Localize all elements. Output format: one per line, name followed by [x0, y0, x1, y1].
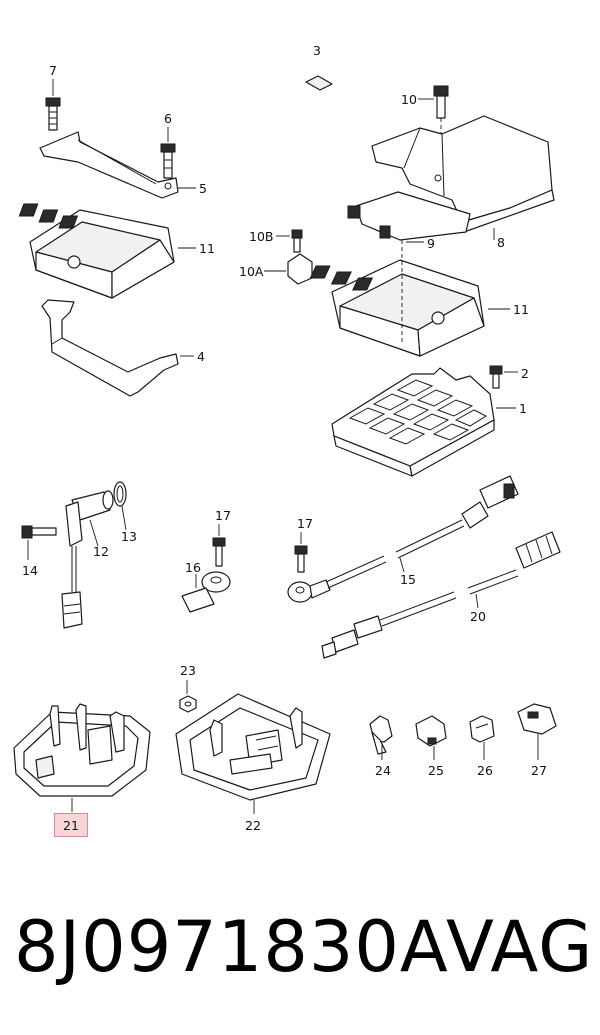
- callout-2: 2: [521, 366, 529, 381]
- callout-11-right: 11: [513, 302, 529, 317]
- part-13-o-ring: 13: [113, 481, 137, 544]
- part-5-bracket: 5: [39, 131, 207, 199]
- callout-27: 27: [531, 763, 547, 778]
- callout-9: 9: [427, 236, 435, 251]
- part-22-box-housing: 22: [175, 693, 331, 833]
- callout-10b: 10B: [249, 229, 273, 244]
- part-24-clip: 24: [369, 715, 393, 778]
- callout-10: 10: [401, 92, 417, 107]
- callout-26: 26: [477, 763, 493, 778]
- part-15-sensor-cable: 15: [287, 475, 519, 603]
- part-11-control-unit-left: 11: [18, 203, 215, 299]
- part-14-bolt: 14: [21, 525, 57, 578]
- part-2-bolt: 2: [489, 365, 529, 389]
- callout-20: 20: [470, 609, 486, 624]
- callout-21: 21: [63, 817, 79, 833]
- callout-23: 23: [180, 663, 196, 678]
- part-12-sensor: 12: [61, 490, 114, 629]
- callout-3: 3: [313, 43, 321, 58]
- callout-12: 12: [93, 544, 109, 559]
- part-17-bolt-left: 17: [212, 508, 231, 567]
- part-number: 8J0971830A: [14, 906, 449, 988]
- part-26-clip: 26: [469, 715, 495, 778]
- part-4-bracket: 4: [41, 299, 205, 397]
- callout-13: 13: [121, 529, 137, 544]
- part-21-box-base: [13, 703, 151, 812]
- callout-25: 25: [428, 763, 444, 778]
- callout-10a: 10A: [239, 264, 264, 279]
- exploded-parts-diagram: 3 7 5 6 11: [13, 43, 561, 833]
- part-3-pad: 3: [305, 43, 333, 91]
- part-17-bolt-right: 17: [294, 516, 313, 573]
- part-27-clip: 27: [517, 703, 557, 778]
- callout-24: 24: [375, 763, 391, 778]
- callout-7: 7: [49, 63, 57, 78]
- part-20-probe: 20: [321, 531, 561, 659]
- part-1-tray: 1: [331, 367, 527, 477]
- callout-4: 4: [197, 349, 205, 364]
- brand-label: VAG: [446, 906, 594, 988]
- part-7-bolt: 7: [45, 63, 61, 131]
- part-9-holder: 9: [347, 191, 471, 251]
- callout-22: 22: [245, 818, 261, 833]
- part-10b-bolt: 10B: [249, 229, 303, 253]
- callout-6: 6: [164, 111, 172, 126]
- callout-15: 15: [400, 572, 416, 587]
- callout-5: 5: [199, 181, 207, 196]
- callout-8: 8: [497, 235, 505, 250]
- callout-11-left: 11: [199, 241, 215, 256]
- callout-17-left: 17: [215, 508, 231, 523]
- highlighted-part-marker: [54, 813, 88, 837]
- part-11-control-unit-right: 11: [309, 240, 529, 357]
- part-25-clip: 25: [415, 715, 447, 778]
- callout-1: 1: [519, 401, 527, 416]
- part-23-nut: 23: [179, 663, 197, 713]
- part-6-bolt: 6: [160, 111, 176, 179]
- part-10a-bracket: 10A: [239, 253, 313, 285]
- callout-17-right: 17: [297, 516, 313, 531]
- part-16-knock-sensor: 16: [181, 560, 231, 613]
- callout-16: 16: [185, 560, 201, 575]
- callout-14: 14: [22, 563, 38, 578]
